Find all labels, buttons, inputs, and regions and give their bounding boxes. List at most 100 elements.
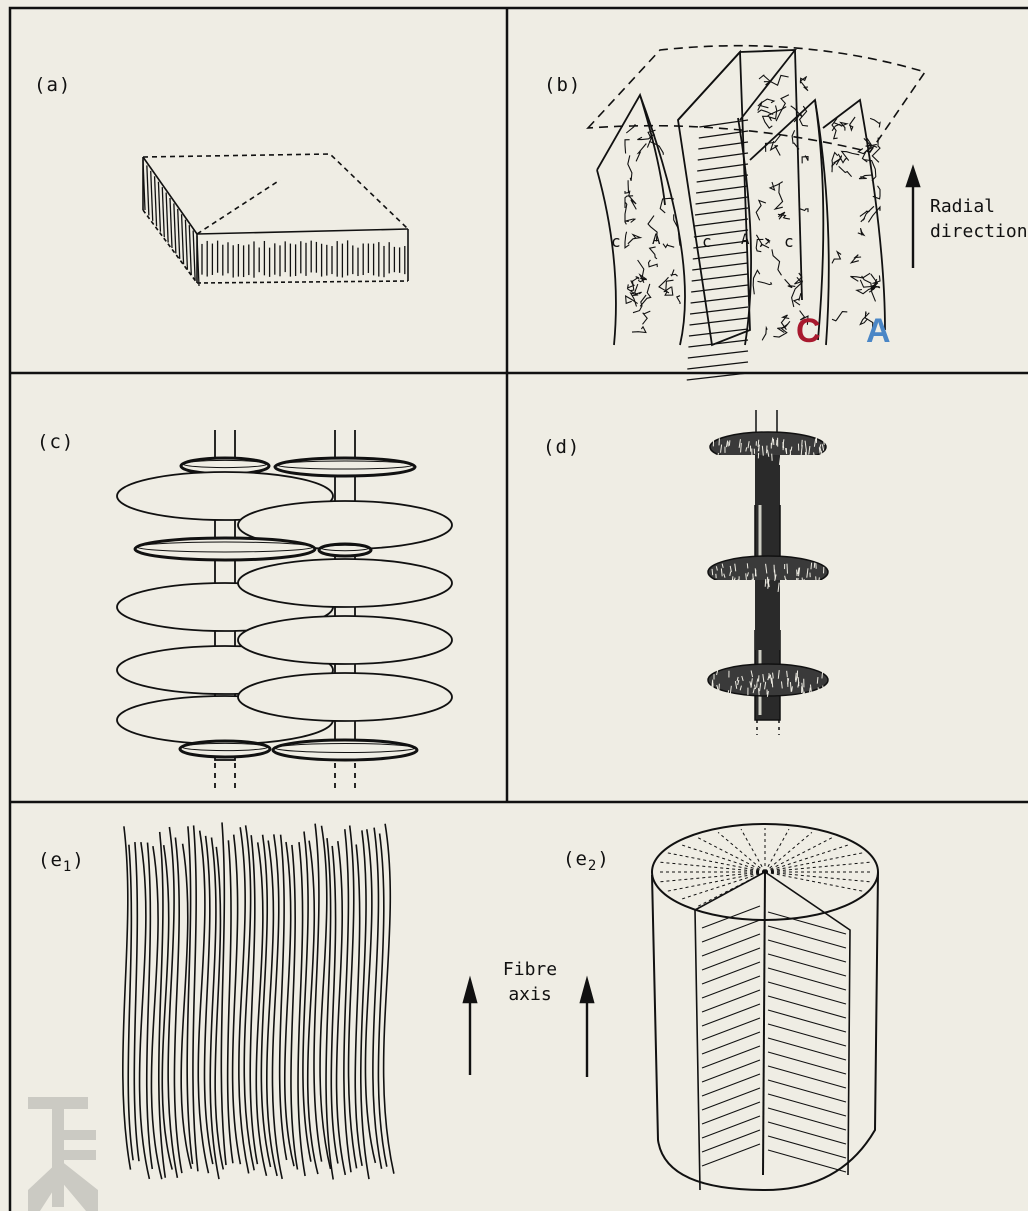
twist-hatch — [702, 1046, 760, 1068]
logo-watermark-icon — [28, 1097, 98, 1211]
fibril-line — [187, 826, 192, 1164]
amorphous-fibril — [762, 328, 767, 340]
amorphous-fibril — [677, 296, 680, 304]
amorphous-fibril — [771, 141, 781, 155]
twist-hatch — [768, 1052, 846, 1074]
radial-ray — [718, 832, 765, 872]
slab-lamella-line — [193, 231, 195, 281]
lamella-streak — [823, 686, 824, 692]
fibril-line — [228, 840, 233, 1163]
crystal-layer-line — [688, 340, 748, 347]
panel-e1-fibrils — [123, 822, 394, 1179]
fibril-line — [337, 841, 346, 1175]
crystal-layer-line — [697, 175, 748, 182]
lamella-streak — [747, 563, 748, 568]
fibril-line — [256, 842, 266, 1175]
amorphous-fibril — [626, 296, 638, 304]
panel-e1-label-main: (e — [38, 849, 63, 871]
amorphous-fibril — [636, 144, 646, 162]
amorphous-fibril — [851, 255, 861, 263]
crystal-layer-line — [696, 186, 748, 193]
amorphous-fibril — [756, 201, 766, 221]
amorphous-fibril — [756, 235, 769, 248]
kebab-disc — [135, 538, 315, 560]
crystal-layer-line — [690, 307, 748, 314]
overlay-a-label: A — [866, 312, 891, 351]
amorphous-fibril — [858, 228, 864, 235]
fibre-axis-label: Fibre axis — [490, 957, 570, 1007]
amorphous-fibril — [842, 151, 860, 160]
radial-direction-line1: Radial — [930, 194, 1028, 219]
crystal-layer-line — [699, 120, 748, 127]
slab-lamella-line — [162, 187, 164, 237]
panel-e2-cylinder — [652, 824, 878, 1190]
kebab-disc — [238, 559, 452, 607]
slab-lamella-line — [182, 214, 184, 264]
lamella-streak — [792, 686, 793, 691]
twist-hatch — [768, 940, 846, 962]
amorphous-fibril — [629, 191, 637, 210]
twist-hatch — [702, 962, 760, 984]
twist-hatch — [702, 1130, 760, 1152]
slab-lamella-line — [189, 225, 191, 275]
lamella-streak — [773, 673, 774, 679]
slab-lamella-line — [158, 182, 160, 232]
twist-hatch — [702, 1116, 760, 1138]
panel-c-label: (c) — [37, 431, 74, 453]
amorphous-fibril — [635, 284, 642, 294]
fibril-line — [147, 843, 153, 1169]
amorphous-fibril — [625, 219, 635, 223]
layer-c-label-2: c — [702, 232, 713, 251]
amorphous-fibril — [775, 184, 783, 209]
crystal-layer-line — [691, 296, 748, 303]
layer-a-label-1: A — [652, 232, 661, 248]
slab-lamella-line — [170, 198, 172, 248]
radial-direction-arrow — [907, 168, 919, 268]
amorphous-fibril — [872, 138, 880, 163]
fibre-axis-line2: axis — [490, 982, 570, 1007]
twist-hatch — [768, 982, 846, 1004]
crystal-layer-line — [692, 274, 748, 281]
radial-ray — [765, 853, 862, 872]
amorphous-fibril — [794, 293, 801, 305]
twist-hatch — [702, 990, 760, 1012]
fibril-line — [128, 845, 133, 1160]
panel-e1-label-end: ) — [72, 849, 84, 871]
lamella-streak — [811, 563, 812, 570]
twist-hatch — [702, 1004, 760, 1026]
fibril-line — [174, 838, 181, 1174]
amorphous-fibril — [663, 244, 674, 248]
amorphous-fibril — [671, 270, 677, 277]
radial-ray — [668, 853, 765, 872]
amorphous-fibril — [859, 175, 872, 179]
radial-ray — [660, 862, 765, 872]
amorphous-fibril — [628, 155, 632, 180]
twist-hatch — [768, 1038, 846, 1060]
twist-hatch — [702, 1018, 760, 1040]
fibril-line — [134, 842, 139, 1161]
slab-lamella-line — [151, 171, 153, 221]
crystal-layer-line — [697, 164, 748, 171]
twist-hatch — [768, 1080, 846, 1102]
twist-hatch — [702, 934, 760, 956]
panel-d-shish-kebab — [708, 410, 828, 735]
panel-e2-label-sub: 2 — [588, 858, 597, 874]
lamella-streak — [787, 671, 788, 677]
layer-c-label-3: c — [784, 232, 795, 251]
amorphous-fibril — [839, 167, 852, 177]
slab-lamella-line — [166, 193, 168, 243]
crystal-layer-line — [691, 285, 748, 292]
crystal-layer-line — [693, 252, 748, 259]
slab-lamella-line — [174, 203, 176, 253]
fibril-line — [384, 824, 394, 1174]
panel-e1-label: (e1) — [38, 849, 85, 875]
amorphous-fibril — [785, 279, 796, 287]
panel-e2-label-main: (e — [563, 848, 588, 870]
amorphous-fibril — [625, 140, 630, 154]
lamella-streak — [759, 688, 760, 695]
amorphous-fibril — [643, 311, 651, 324]
lamella-streak — [810, 688, 811, 693]
amorphous-fibril — [632, 327, 646, 333]
kebab-disc — [238, 673, 452, 721]
